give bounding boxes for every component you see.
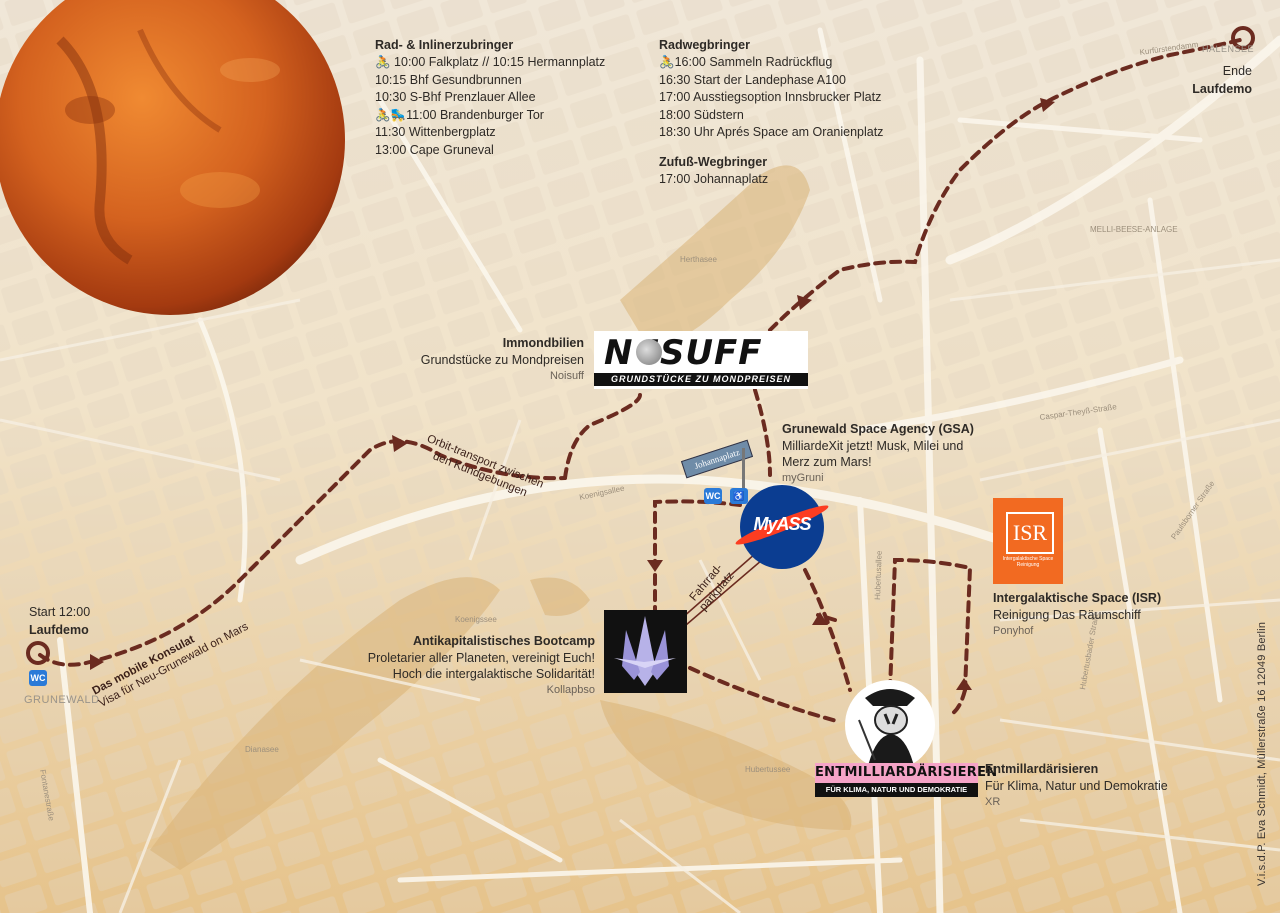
- bootcamp-org: Kollapbso: [546, 684, 595, 696]
- list-item: 11:30 Wittenbergplatz: [375, 125, 496, 139]
- crystal-icon: [614, 616, 676, 686]
- imprint: V.i.s.d.P. Eva Schmidt, Müllerstraße 16 …: [1256, 621, 1268, 886]
- bootcamp-info: Antikapitalistisches Bootcamp Proletarie…: [330, 633, 595, 698]
- noisuff-title: Immondbilien: [502, 336, 584, 350]
- street-label: Hubertussee: [745, 765, 791, 774]
- lakes: [150, 165, 852, 870]
- end-laufdemo: Laufdemo: [1192, 81, 1252, 96]
- rad-zubringer-list: Rad- & Inlinerzubringer 🚴 10:00 Falkplat…: [375, 37, 605, 159]
- rad-wegbringer-title: Radwegbringer: [659, 38, 750, 52]
- bootcamp-title: Antikapitalistisches Bootcamp: [413, 634, 595, 648]
- gsa-info: Grunewald Space Agency (GSA) MilliardeXi…: [782, 421, 974, 486]
- start-laufdemo: Laufdemo: [29, 622, 89, 637]
- station-grunewald: GRUNEWALD: [24, 694, 100, 706]
- mars-planet: [0, 0, 345, 315]
- start-label: Start 12:00 Laufdemo: [29, 604, 90, 639]
- list-item: 17:00 Johannaplatz: [659, 172, 769, 186]
- wc-icon: WC: [29, 670, 47, 686]
- gsa-title: Grunewald Space Agency (GSA): [782, 422, 974, 436]
- noisuff-org: Noisuff: [549, 370, 584, 382]
- list-item: 🚴🛼11:00 Brandenburger Tor: [375, 107, 544, 122]
- station-halensee: HALENSEE: [1202, 44, 1255, 54]
- street-label: MELLI-BEESE-ANLAGE: [1090, 225, 1178, 234]
- wc-icon: WC: [704, 488, 722, 504]
- street-label: Herthasee: [680, 255, 717, 264]
- list-item: 10:15 Bhf Gesundbrunnen: [375, 72, 522, 87]
- end-ring: [1231, 26, 1255, 50]
- xr-banner-line1: ENTMILLIARDÄRISIEREN: [815, 763, 997, 783]
- noisuff-logo-sub: GRUNDSTÜCKE ZU MONDPREISEN: [594, 373, 808, 386]
- fuss-wegbringer-title: Zufuß-Wegbringer: [659, 155, 768, 169]
- isr-logo-text: ISR: [1006, 512, 1054, 554]
- isr-org: Ponyhof: [993, 625, 1034, 637]
- wheelchair-icon: ♿: [730, 488, 748, 504]
- start-ring: [26, 641, 50, 665]
- noisuff-logo: N ISUFF GRUNDSTÜCKE ZU MONDPREISEN: [594, 331, 808, 389]
- list-item: 🚴 10:00 Falkplatz // 10:15 Hermannplatz: [375, 55, 606, 69]
- start-time: Start 12:00: [29, 605, 91, 619]
- xr-banner-line2: FÜR KLIMA, NATUR UND DEMOKRATIE: [815, 783, 978, 797]
- xr-title: Entmillardärisieren: [985, 762, 1099, 776]
- rad-zubringer-title: Rad- & Inlinerzubringer: [375, 38, 514, 52]
- list-item: 16:30 Start der Landephase A100: [659, 72, 846, 87]
- xr-org: XR: [985, 796, 1001, 808]
- street-label: Hubertusallee: [873, 550, 884, 600]
- isr-logo-sub: Intergalaktische Space Reinigung: [1002, 556, 1054, 568]
- isr-logo: ISR Intergalaktische Space Reinigung: [993, 498, 1063, 584]
- xr-banner: ENTMILLIARDÄRISIEREN FÜR KLIMA, NATUR UN…: [815, 763, 997, 797]
- isr-line: Reinigung Das Räumschiff: [993, 608, 1141, 622]
- isr-title: Intergalaktische Space (ISR): [993, 591, 1162, 605]
- list-item: 🚴16:00 Sammeln Radrückflug: [659, 55, 833, 69]
- bootcamp-line1: Proletarier aller Planeten, vereinigt Eu…: [367, 651, 595, 665]
- xr-info: Entmillardärisieren Für Klima, Natur und…: [985, 761, 1168, 810]
- myass-logo: MyASS: [733, 485, 831, 569]
- list-item: 18:30 Uhr Aprés Space am Oranienplatz: [659, 125, 884, 139]
- noisuff-logo-text: N ISUFF: [604, 333, 763, 373]
- list-item: 10:30 S-Bhf Prenzlauer Allee: [375, 90, 536, 104]
- moon-icon: [636, 339, 662, 365]
- bootcamp-line2: Hoch die intergalaktische Solidarität!: [392, 667, 595, 681]
- street-label: Koenigssee: [455, 615, 497, 624]
- badger-icon: [858, 689, 915, 770]
- fuss-wegbringer-list: Zufuß-Wegbringer 17:00 Johannaplatz: [659, 154, 768, 189]
- gsa-org: myGruni: [782, 472, 824, 484]
- sign-pole: [742, 448, 745, 496]
- end-label: Ende Laufdemo: [1160, 63, 1252, 98]
- noisuff-line: Grundstücke zu Mondpreisen: [420, 353, 584, 367]
- street-label: Dianasee: [245, 745, 279, 754]
- isr-info: Intergalaktische Space (ISR) Reinigung D…: [993, 590, 1161, 639]
- myass-logo-text: MyASS: [753, 514, 811, 534]
- list-item: 18:00 Südstern: [659, 107, 744, 122]
- xr-line: Für Klima, Natur und Demokratie: [985, 779, 1168, 793]
- end-text: Ende: [1222, 64, 1252, 78]
- gsa-line2: Merz zum Mars!: [782, 455, 872, 469]
- minor-streets: [0, 258, 1280, 913]
- list-item: 13:00 Cape Gruneval: [375, 142, 494, 157]
- noisuff-info: Immondbilien Grundstücke zu Mondpreisen …: [380, 335, 584, 384]
- gsa-line1: MilliardeXit jetzt! Musk, Milei und: [782, 439, 964, 453]
- bootcamp-logo: [604, 610, 687, 693]
- rad-wegbringer-list: Radwegbringer 🚴16:00 Sammeln Radrückflug…: [659, 37, 883, 142]
- list-item: 17:00 Ausstiegsoption Innsbrucker Platz: [659, 90, 882, 104]
- route-arrows: [90, 98, 1055, 690]
- xr-badger-logo: [845, 680, 935, 770]
